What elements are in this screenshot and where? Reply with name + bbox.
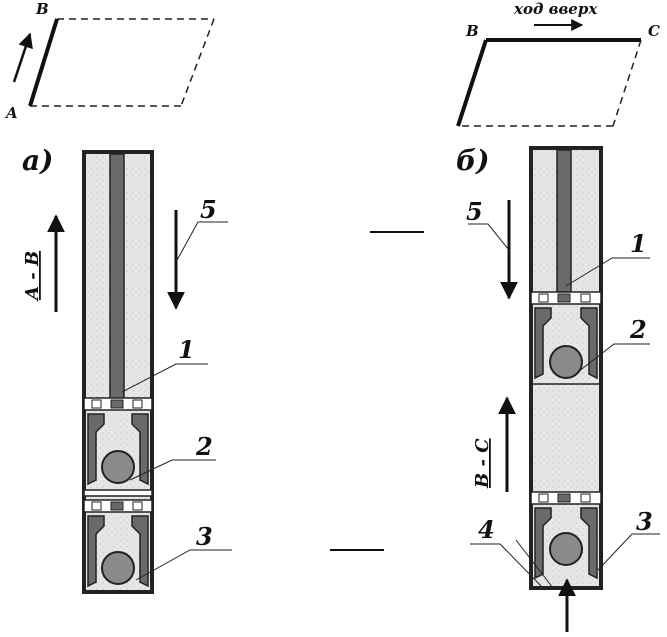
up-arrow-icon	[14, 34, 30, 82]
callout-4b: 4	[478, 515, 495, 544]
stage-a-label: A - B	[22, 251, 43, 302]
callout-5: 5	[200, 195, 217, 224]
stage-a-marker: A - B	[22, 216, 56, 312]
pump-column-a	[84, 152, 152, 592]
valve-ball	[102, 451, 134, 483]
dashed-edge	[181, 19, 214, 106]
panel-b-label: б)	[456, 144, 489, 177]
point-b-label: B	[35, 0, 49, 18]
point-c-label: C	[648, 22, 660, 40]
callout-1b: 1	[630, 229, 647, 258]
callout-5b: 5	[466, 197, 483, 226]
dashed-edge	[613, 40, 641, 126]
plunger-rod	[110, 154, 124, 400]
panel-a-label: а)	[22, 144, 53, 177]
plunger-rod	[557, 150, 571, 292]
callout-3: 3	[196, 522, 213, 551]
callout-3b: 3	[636, 507, 653, 536]
callout-1: 1	[178, 335, 195, 364]
valve-ball	[102, 552, 134, 584]
stroke-indicator-right: ход вверх B C	[458, 0, 660, 126]
active-edge-left	[458, 40, 486, 126]
pump-column-b	[531, 148, 601, 588]
valve-ball	[550, 346, 582, 378]
stroke-caption: ход вверх	[513, 0, 598, 18]
callout-2b: 2	[629, 315, 647, 344]
active-edge-ab	[30, 19, 57, 106]
point-a-label: A	[4, 104, 18, 122]
valve-ball	[550, 533, 582, 565]
callout-2: 2	[195, 432, 213, 461]
stage-b-label: B - C	[472, 438, 493, 489]
stage-b-marker: B - C	[472, 398, 507, 492]
point-b2-label: B	[465, 22, 479, 40]
stroke-indicator-left: B A	[4, 0, 214, 122]
